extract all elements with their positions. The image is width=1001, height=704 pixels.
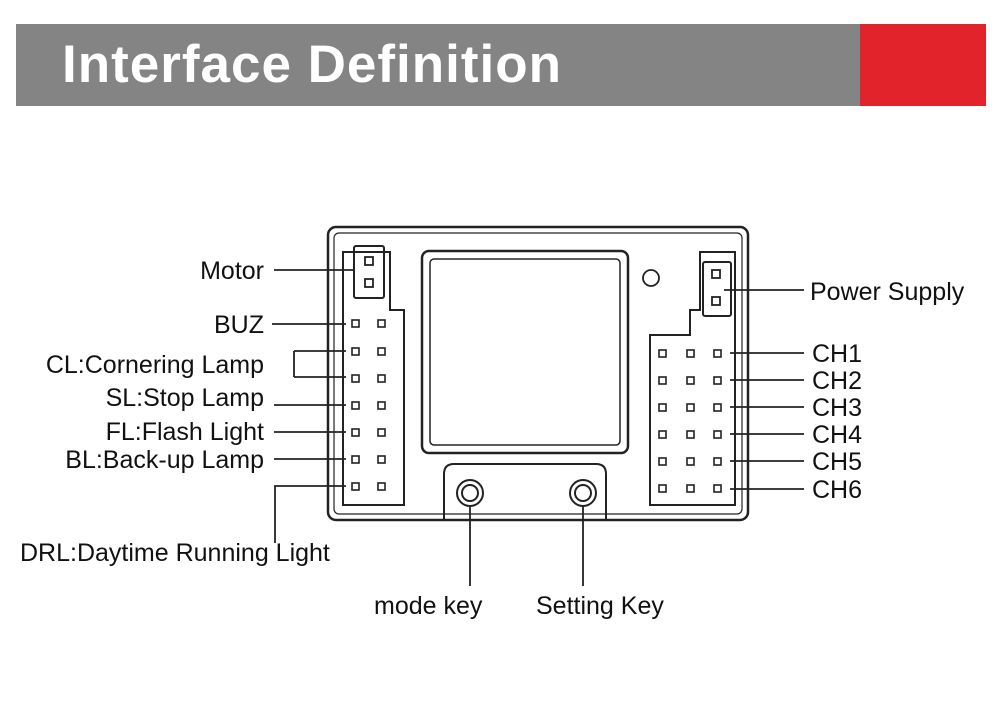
power-connector-pins: [711, 269, 721, 306]
label-mode-key: mode key: [374, 592, 483, 620]
header-accent-block: [860, 24, 986, 106]
label-ch5: CH5: [812, 448, 862, 476]
left-connector-block: [342, 245, 405, 506]
key-housing: [443, 463, 607, 520]
label-power-supply: Power Supply: [810, 278, 965, 306]
label-setting-key: Setting Key: [536, 592, 664, 620]
right-connector-block: [649, 251, 736, 506]
label-daytime-running-light: DRL:Daytime Running Light: [20, 539, 330, 567]
label-ch6: CH6: [812, 476, 862, 504]
label-back-up-lamp: BL:Back-up Lamp: [65, 446, 264, 474]
label-motor: Motor: [200, 257, 264, 285]
left-pin-grid: [351, 319, 386, 491]
right-pin-grid: [658, 349, 722, 493]
page-title: Interface Definition: [62, 35, 563, 94]
label-cornering-lamp: CL:Cornering Lamp: [46, 351, 264, 379]
label-ch2: CH2: [812, 367, 862, 395]
label-stop-lamp: SL:Stop Lamp: [106, 384, 264, 412]
display-screen: [420, 249, 630, 455]
label-flash-light: FL:Flash Light: [106, 418, 264, 446]
label-ch4: CH4: [812, 421, 862, 449]
label-ch1: CH1: [812, 340, 862, 368]
label-ch3: CH3: [812, 394, 862, 422]
setting-key[interactable]: [569, 479, 597, 507]
indicator-led: [642, 269, 660, 287]
header-banner: Interface Definition: [16, 24, 986, 106]
motor-connector-pins: [364, 256, 374, 288]
label-buz: BUZ: [214, 311, 264, 339]
mode-key[interactable]: [456, 479, 484, 507]
leader-lines: [272, 269, 804, 586]
device-body: [326, 225, 750, 522]
